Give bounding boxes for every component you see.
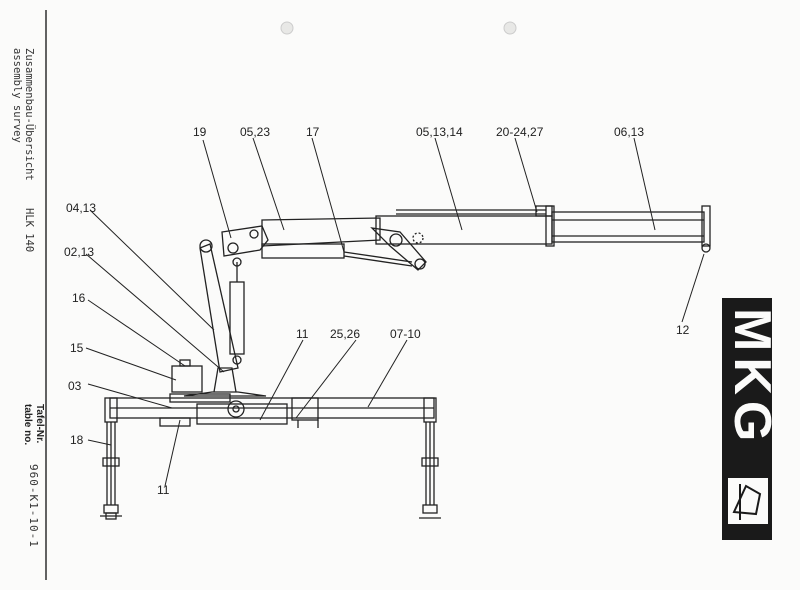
leader-lines	[85, 137, 705, 487]
callout-05-13-14: 05,13,14	[416, 125, 463, 139]
callout-20-24-27: 20-24,27	[496, 125, 544, 139]
mkg-logo: MKG	[722, 298, 781, 540]
callout-17: 17	[306, 125, 320, 139]
callout-15: 15	[70, 341, 84, 355]
logo-crane-icon	[732, 484, 762, 516]
punch-hole	[280, 21, 294, 35]
callout-16: 16	[72, 291, 86, 305]
punch-hole	[503, 21, 517, 35]
callout-05-23: 05,23	[240, 125, 270, 139]
callout-25-26: 25,26	[330, 327, 360, 341]
crane-linework	[100, 205, 711, 520]
callout-02-13: 02,13	[64, 245, 94, 259]
callout-19: 19	[193, 125, 207, 139]
callout-11-lower: 11	[157, 483, 170, 497]
callout-07-10: 07-10	[390, 327, 421, 341]
callout-12: 12	[676, 323, 690, 337]
callout-03: 03	[68, 379, 82, 393]
callout-06-13: 06,13	[614, 125, 644, 139]
callout-18: 18	[70, 433, 84, 447]
logo-text: MKG	[723, 308, 781, 447]
callout-11-upper: 11	[296, 327, 309, 341]
callout-04-13: 04,13	[66, 201, 96, 215]
